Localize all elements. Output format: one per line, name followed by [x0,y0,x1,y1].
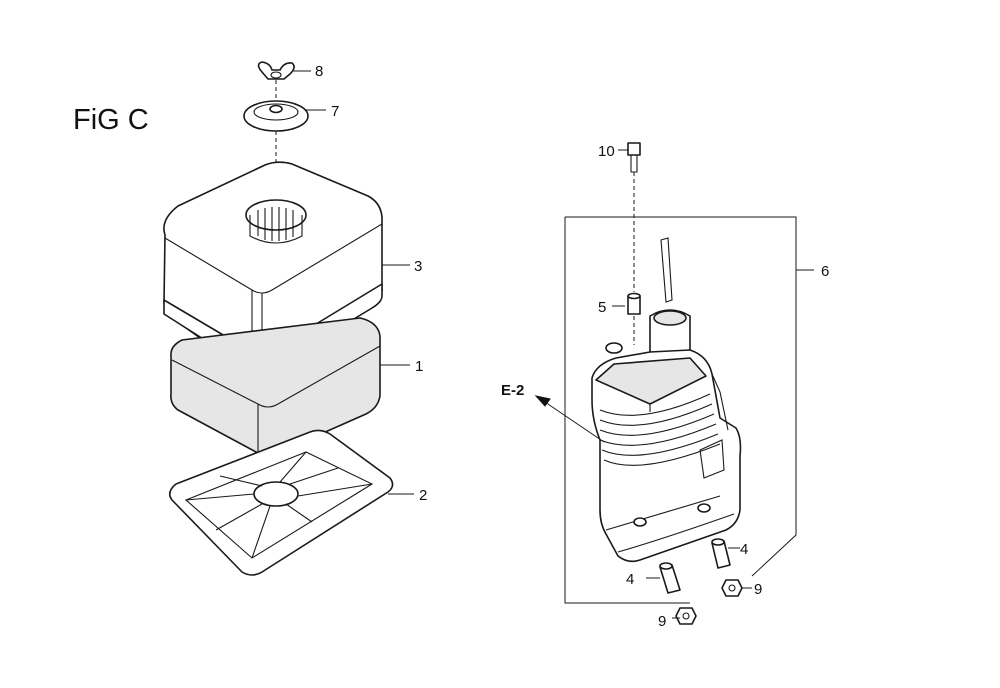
filter-base-grid-part [168,429,394,576]
callout-1: 1 [415,358,423,375]
callout-5: 5 [598,299,606,316]
callout-3: 3 [414,258,422,275]
callout-4-left: 4 [626,571,634,588]
air-filter-element-part [170,317,381,456]
callout-8: 8 [315,63,323,80]
air-cleaner-case-part [591,237,742,563]
figure-title: FiG C [73,104,149,136]
callout-2: 2 [419,487,427,504]
dowel-pin-part [711,538,731,569]
callout-6: 6 [821,263,829,280]
reference-arrow [534,395,605,443]
flange-nut-part [675,607,697,625]
callout-9-left: 9 [658,613,666,630]
callout-7: 7 [331,103,339,120]
dowel-pin-part [659,562,681,594]
callout-4-right: 4 [740,541,748,558]
assembly-bracket [564,216,797,604]
bolt-part [627,142,641,173]
wing-nut-part [257,61,295,80]
collar-part [627,292,641,315]
callout-9-right: 9 [754,581,762,598]
left-leaders [293,70,414,495]
reference-label-e2: E-2 [501,382,524,399]
seal-washer-part [243,100,309,132]
flange-nut-part [721,579,743,597]
callout-10: 10 [598,143,615,160]
